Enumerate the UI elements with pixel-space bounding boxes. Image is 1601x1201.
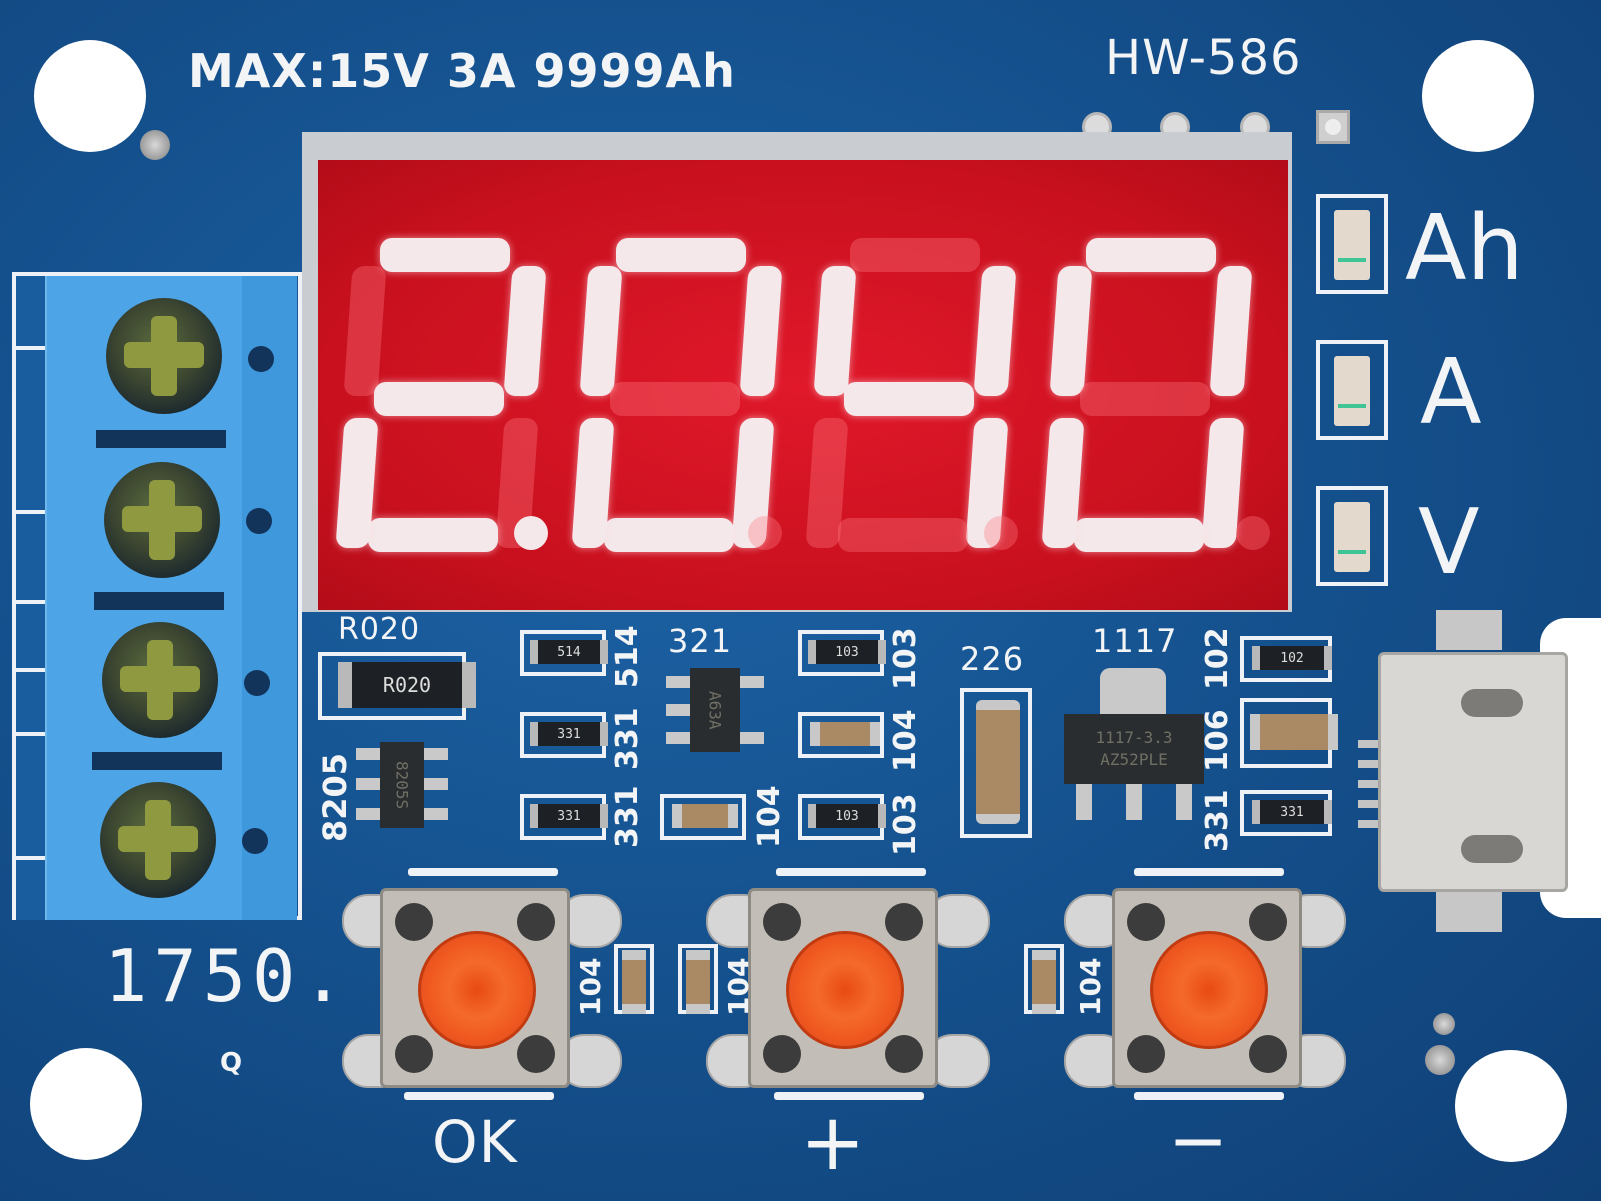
mosfet-chip: 8205S	[380, 742, 424, 828]
resistor-silk-331: 331	[1200, 789, 1235, 852]
resistor-silk-102: 102	[1200, 627, 1235, 690]
usb-pad	[1436, 892, 1502, 932]
resistor-silk-103: 103	[888, 627, 923, 690]
terminal-screw-4[interactable]	[100, 782, 216, 898]
capacitor-104	[672, 804, 738, 828]
unit-label-v: V	[1418, 490, 1480, 595]
capacitor-silk-104: 104	[752, 785, 787, 848]
terminal-screw-2[interactable]	[104, 462, 220, 578]
regulator-silk-label: 1117	[1092, 622, 1178, 660]
resistor-103: 103	[808, 640, 886, 664]
capacitor-silk-104: 104	[1074, 957, 1107, 1016]
mounting-hole-top-left	[34, 40, 146, 152]
capacitor-silk-104: 104	[888, 709, 923, 772]
button-silk-bar	[1134, 1092, 1284, 1100]
terminal-divider	[94, 592, 224, 610]
resistor-silk-331: 331	[610, 785, 645, 848]
tantalum-footprint	[960, 688, 1032, 838]
micro-usb-port[interactable]	[1378, 652, 1568, 892]
resistance-marking: 1750.	[104, 934, 351, 1018]
opamp-silk-label: 321	[668, 622, 733, 660]
capacitor-104	[1032, 950, 1056, 1014]
terminal-divider	[96, 430, 226, 448]
mounting-hole-bottom-right	[1455, 1050, 1567, 1162]
display-digit-1	[335, 238, 550, 568]
resistor-silk-514: 514	[610, 625, 645, 688]
decimal-point-off	[748, 516, 782, 550]
capacitor-106	[1250, 714, 1338, 750]
plus-button-label: +	[800, 1098, 867, 1188]
mounting-hole-top-right	[1422, 40, 1534, 152]
ok-button-cap[interactable]	[418, 931, 536, 1049]
button-silk-bar	[404, 1092, 554, 1100]
decimal-point-off	[984, 516, 1018, 550]
resistor-331: 331	[1252, 800, 1332, 824]
resistor-silk-331: 331	[610, 707, 645, 770]
resistor-514: 514	[530, 640, 608, 664]
capacitor-silk-104: 104	[574, 957, 607, 1016]
shunt-resistor: R020	[338, 662, 476, 708]
regulator-tab	[1100, 668, 1166, 714]
button-silk-bar	[1134, 868, 1284, 876]
capacitor-104	[686, 950, 710, 1014]
button-silk-bar	[776, 868, 926, 876]
capacitor-104	[810, 722, 880, 746]
shunt-silk-label: R020	[338, 612, 421, 647]
capacitor-silk-104: 104	[722, 957, 755, 1016]
capacitor-footprint	[798, 712, 884, 758]
unit-label-ah: Ah	[1405, 196, 1524, 301]
ok-button-label: OK	[432, 1108, 518, 1176]
minus-button-cap[interactable]	[1150, 931, 1268, 1049]
decimal-point-off	[1236, 516, 1270, 550]
via	[1433, 1013, 1455, 1035]
terminal-hole	[246, 508, 272, 534]
display-digit-4	[1041, 238, 1256, 568]
ok-button[interactable]	[380, 888, 570, 1088]
display-digit-3	[805, 238, 1020, 568]
via	[140, 130, 170, 160]
resistor-331: 331	[530, 722, 608, 746]
minus-button[interactable]	[1112, 888, 1302, 1088]
button-silk-bar	[774, 1092, 924, 1100]
resistor-102: 102	[1252, 646, 1332, 670]
led-indicator-a	[1316, 340, 1388, 440]
resistance-unit: Q	[220, 1048, 244, 1078]
mounting-hole-bottom-left	[30, 1048, 142, 1160]
capacitor-silk-106: 106	[1200, 709, 1235, 772]
rating-label: MAX:15V 3A 9999Ah	[188, 44, 736, 98]
capacitor-footprint	[660, 794, 746, 840]
capacitor-104	[622, 950, 646, 1014]
plus-button[interactable]	[748, 888, 938, 1088]
button-silk-bar	[408, 868, 558, 876]
plus-button-cap[interactable]	[786, 931, 904, 1049]
terminal-screw-3[interactable]	[102, 622, 218, 738]
resistor-103: 103	[808, 804, 886, 828]
terminal-hole	[244, 670, 270, 696]
terminal-hole	[248, 346, 274, 372]
resistor-silk-103: 103	[888, 793, 923, 856]
led-indicator-ah	[1316, 194, 1388, 294]
minus-button-label: −	[1168, 1098, 1230, 1182]
seven-segment-display	[318, 160, 1288, 610]
unit-label-a: A	[1420, 340, 1482, 445]
terminal-divider	[92, 752, 222, 770]
decimal-point	[514, 516, 548, 550]
tantalum-capacitor	[976, 700, 1020, 824]
terminal-side	[16, 276, 46, 920]
terminal-hole	[242, 828, 268, 854]
tantalum-silk-label: 226	[960, 640, 1025, 678]
led-indicator-v	[1316, 486, 1388, 586]
mosfet-silk-label: 8205	[316, 752, 354, 842]
terminal-screw-1[interactable]	[106, 298, 222, 414]
header-pin-square	[1316, 110, 1350, 144]
model-label: HW-586	[1105, 30, 1302, 86]
via	[1425, 1045, 1455, 1075]
usb-pad	[1436, 610, 1502, 650]
opamp-chip: A63A	[690, 668, 740, 752]
display-digit-2	[571, 238, 786, 568]
voltage-regulator: 1117-3.3 AZ52PLE	[1064, 714, 1204, 784]
resistor-331: 331	[530, 804, 608, 828]
